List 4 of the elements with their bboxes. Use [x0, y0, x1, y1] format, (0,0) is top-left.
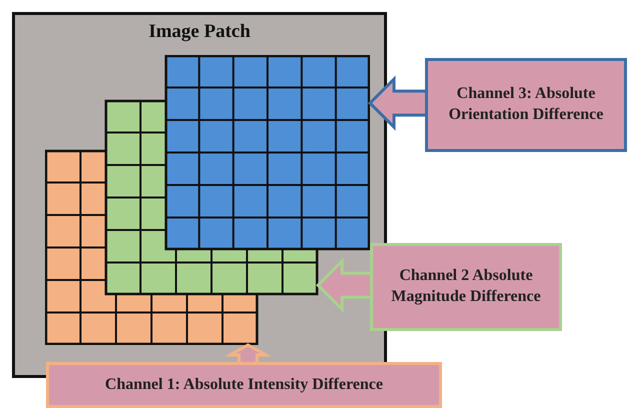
- callout-box: Channel 3: Absolute Orientation Difference: [425, 58, 627, 152]
- callout-box: Channel 2 Absolute Magnitude Difference: [370, 243, 562, 331]
- callout-box: Channel 1: Absolute Intensity Difference: [46, 362, 442, 408]
- panel-title: Image Patch: [148, 21, 252, 43]
